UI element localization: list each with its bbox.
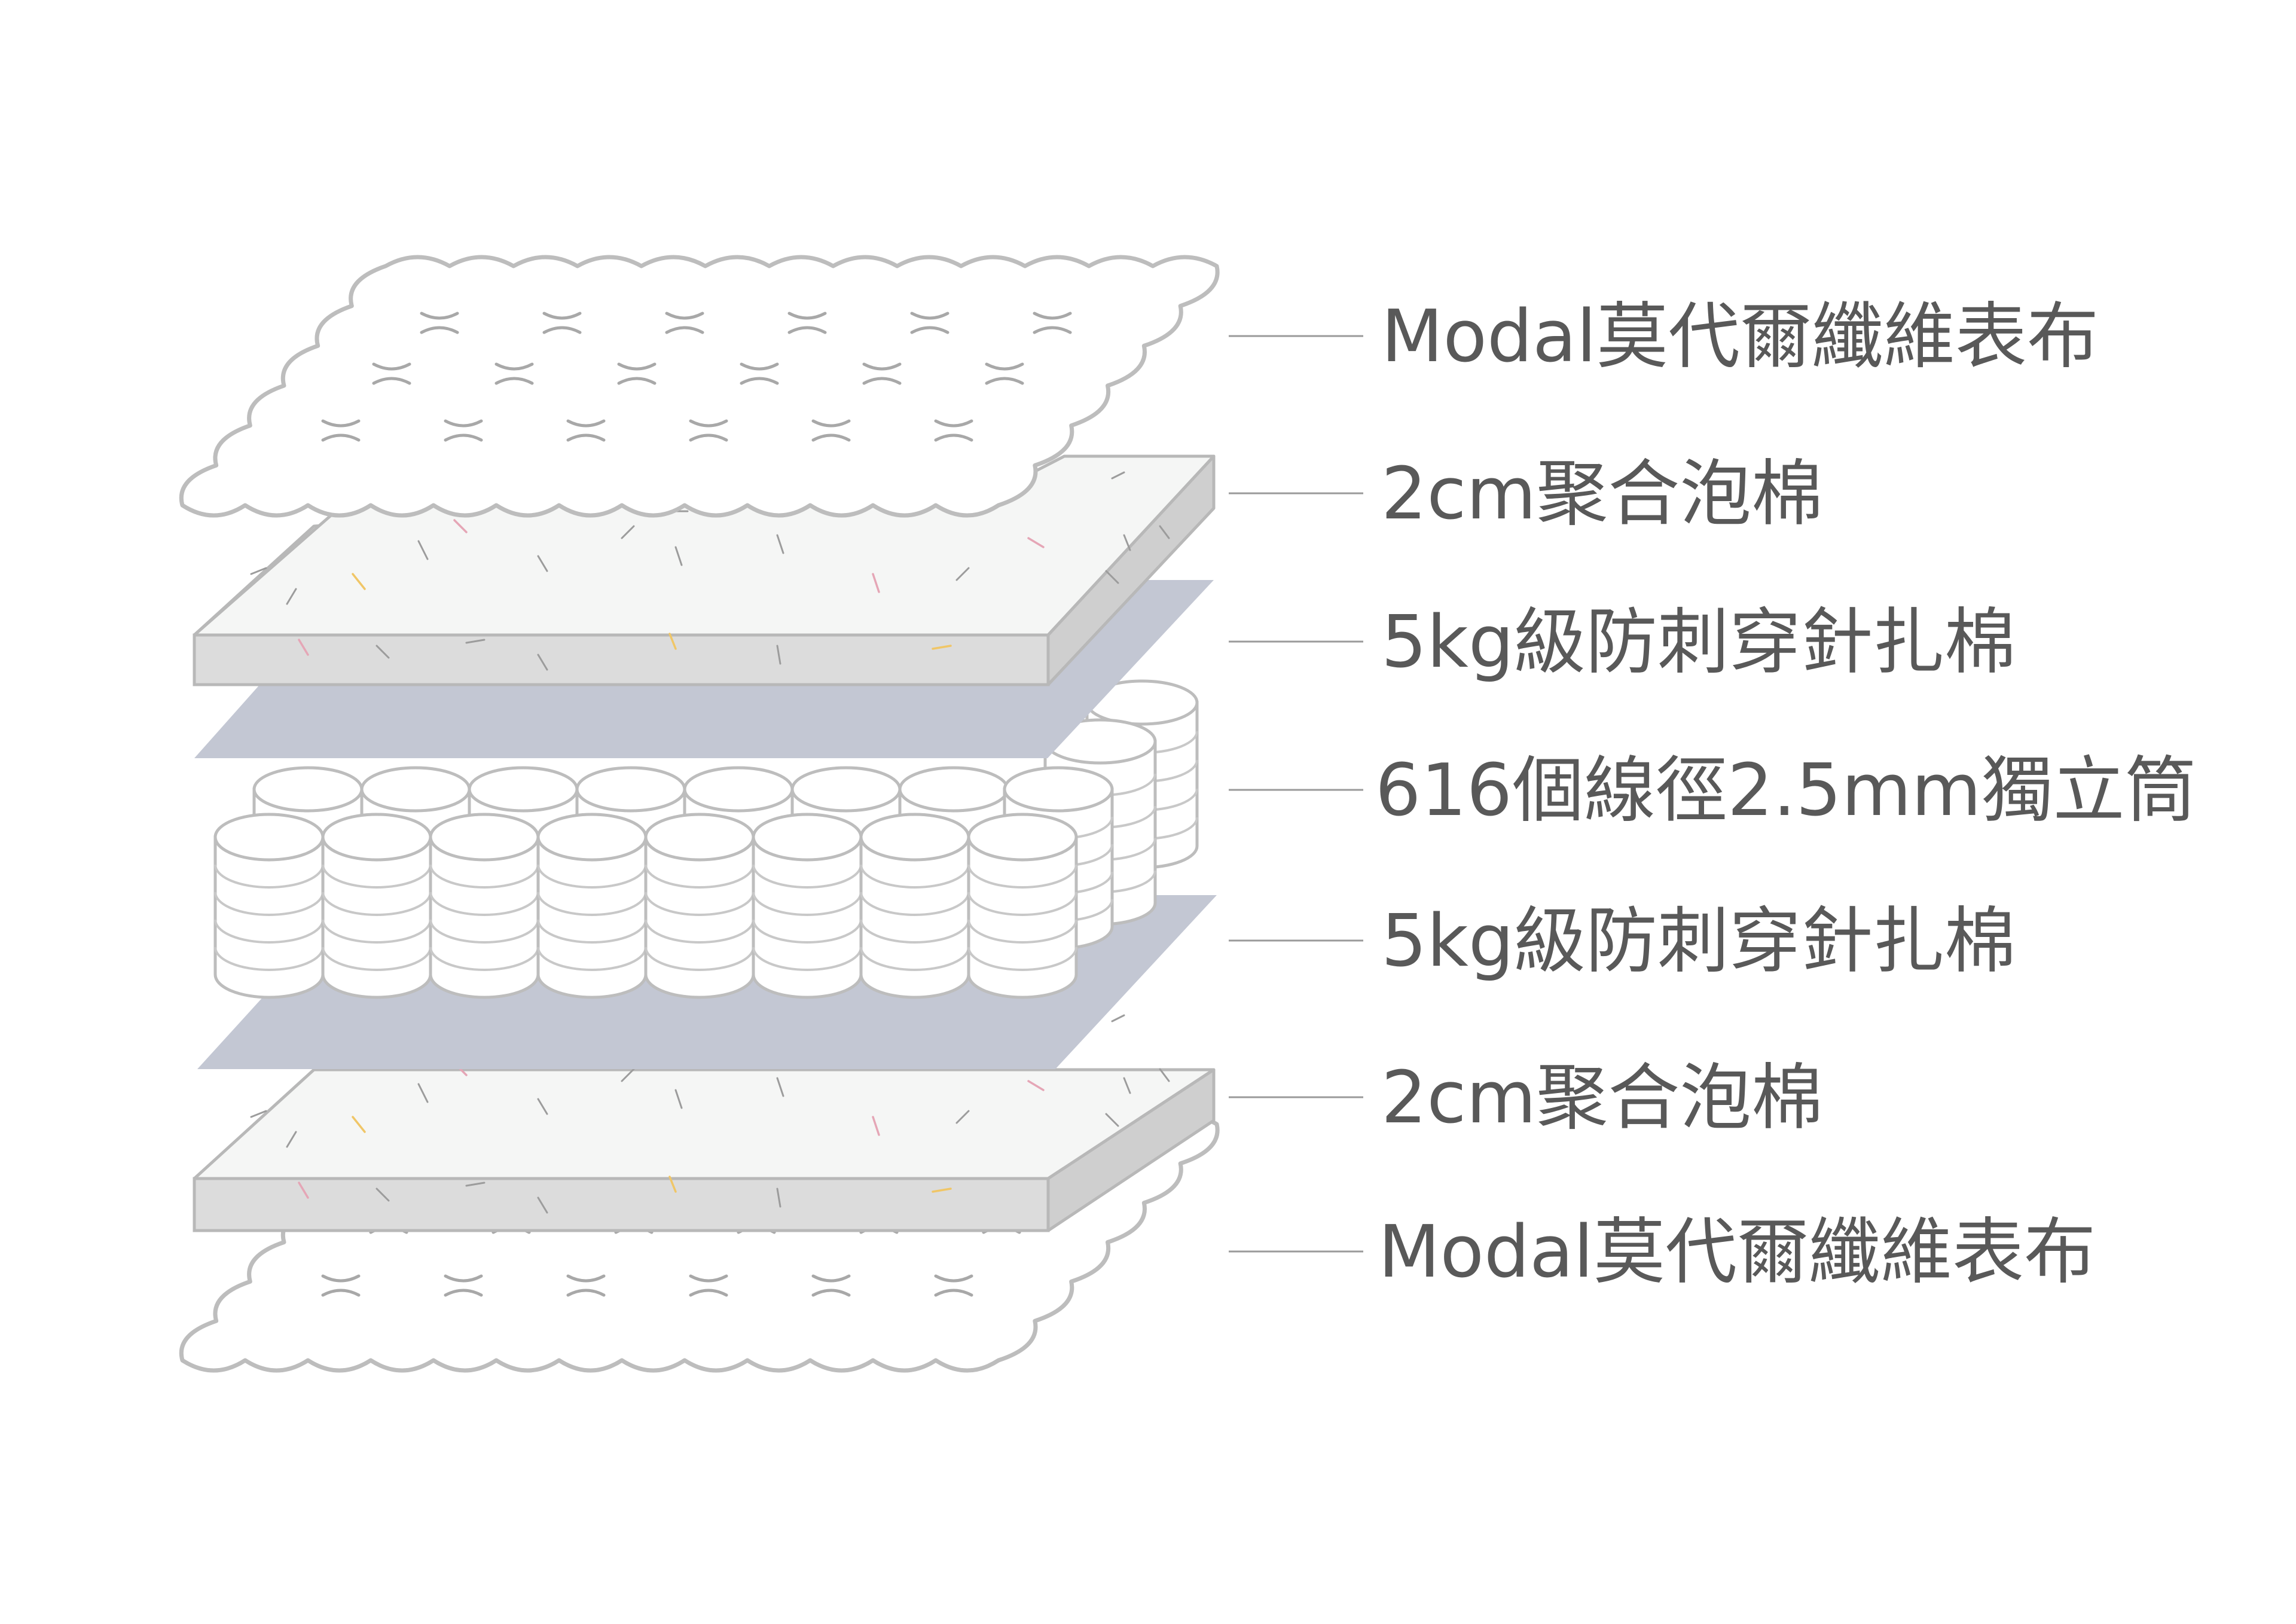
foam-fiber-speck bbox=[1111, 1014, 1125, 1022]
foam-fiber-speck bbox=[955, 1110, 970, 1124]
quilt-x-mark bbox=[566, 419, 606, 442]
quilt-x-mark bbox=[934, 1274, 973, 1297]
foam-fiber-speck bbox=[621, 1068, 635, 1082]
foam-fiber-speck bbox=[1027, 1080, 1045, 1091]
foam-fiber-speck bbox=[668, 633, 677, 650]
foam-fiber-speck bbox=[250, 1110, 267, 1118]
foam-fiber-speck bbox=[1123, 534, 1131, 551]
foam-fiber-speck bbox=[1027, 537, 1045, 548]
foam-fiber-speck bbox=[352, 573, 366, 590]
foam-fiber-speck bbox=[1105, 1113, 1119, 1127]
foam-fiber-speck bbox=[1123, 1077, 1131, 1094]
pocket-coils-illustration bbox=[213, 679, 1199, 999]
foam-fiber-speck bbox=[537, 654, 548, 671]
pocket-coil bbox=[213, 813, 325, 999]
foam-fiber-speck bbox=[417, 1083, 429, 1103]
top-foam-fiber-specks bbox=[250, 471, 1170, 671]
quilt-x-mark bbox=[910, 312, 949, 334]
quilt-x-mark bbox=[321, 419, 361, 442]
top-cover-quilting-marks bbox=[321, 312, 1072, 442]
quilt-x-mark bbox=[444, 419, 483, 442]
foam-fiber-speck bbox=[537, 1098, 548, 1115]
foam-fiber-speck bbox=[776, 645, 781, 665]
layer-label-3: 5kg級防刺穿針扎棉 bbox=[1381, 601, 2016, 684]
quilt-x-mark bbox=[665, 312, 704, 334]
pocket-coil bbox=[644, 813, 755, 999]
foam-fiber-speck bbox=[955, 567, 970, 581]
layer-label-6: 2cm聚合泡棉 bbox=[1381, 1057, 1823, 1140]
layer-label-7: Modal莫代爾纖維表布 bbox=[1378, 1211, 2096, 1294]
foam-fiber-speck bbox=[286, 588, 297, 605]
quilt-x-mark bbox=[321, 1274, 361, 1297]
pocket-coil bbox=[752, 813, 863, 999]
quilt-x-mark bbox=[444, 1274, 483, 1297]
quilt-x-mark bbox=[787, 312, 827, 334]
foam-fiber-speck bbox=[250, 567, 267, 575]
foam-fiber-speck bbox=[352, 1116, 366, 1133]
foam-fiber-speck bbox=[465, 1182, 486, 1187]
pocket-coil bbox=[859, 813, 970, 999]
foam-fiber-speck bbox=[1111, 471, 1125, 480]
bottom-foam-slab-illustration bbox=[193, 1014, 1216, 1232]
foam-fiber-speck bbox=[621, 525, 635, 539]
quilt-x-mark bbox=[740, 362, 779, 385]
foam-fiber-speck bbox=[375, 645, 390, 659]
foam-fiber-speck bbox=[674, 546, 683, 566]
layer-labels: Modal莫代爾纖維表布 2cm聚合泡棉 5kg級防刺穿針扎棉 616個線徑2.… bbox=[1375, 295, 2197, 1294]
foam-fiber-speck bbox=[1105, 570, 1119, 584]
foam-fiber-speck bbox=[674, 1089, 683, 1109]
pocket-coil bbox=[536, 813, 648, 999]
foam-fiber-speck bbox=[872, 573, 880, 593]
quilt-x-mark bbox=[566, 1274, 606, 1297]
foam-fiber-speck bbox=[776, 1077, 784, 1097]
quilt-x-mark bbox=[542, 312, 582, 334]
quilt-x-mark bbox=[617, 362, 657, 385]
quilt-x-mark bbox=[811, 1274, 851, 1297]
foam-fiber-speck bbox=[932, 1188, 952, 1193]
quilt-x-mark bbox=[862, 362, 902, 385]
layer-label-5: 5kg級防刺穿針扎棉 bbox=[1381, 900, 2016, 983]
leader-lines bbox=[1229, 335, 1363, 1253]
pocket-coil bbox=[429, 813, 540, 999]
foam-fiber-speck bbox=[1159, 525, 1170, 539]
foam-fiber-speck bbox=[872, 1116, 880, 1136]
foam-fiber-speck bbox=[286, 1131, 297, 1148]
quilt-x-mark bbox=[372, 362, 411, 385]
foam-fiber-speck bbox=[1159, 1068, 1170, 1082]
layer-label-2: 2cm聚合泡棉 bbox=[1381, 453, 1823, 536]
layer-label-4: 616個線徑2.5mm獨立筒 bbox=[1375, 749, 2197, 832]
quilt-x-mark bbox=[420, 312, 459, 334]
quilt-x-mark bbox=[985, 362, 1024, 385]
top-modal-cover-illustration bbox=[179, 255, 1220, 518]
quilt-x-mark bbox=[934, 419, 973, 442]
foam-fiber-speck bbox=[932, 645, 952, 650]
foam-fiber-speck bbox=[776, 534, 784, 554]
foam-fiber-speck bbox=[537, 555, 548, 572]
foam-fiber-speck bbox=[298, 639, 309, 656]
foam-fiber-speck bbox=[298, 1182, 309, 1199]
foam-fiber-speck bbox=[417, 540, 429, 560]
quilt-x-mark bbox=[689, 419, 728, 442]
foam-fiber-speck bbox=[537, 1196, 548, 1214]
quilt-x-mark bbox=[811, 419, 851, 442]
quilt-x-mark bbox=[494, 362, 534, 385]
quilt-x-mark bbox=[689, 1274, 728, 1297]
foam-fiber-speck bbox=[465, 639, 486, 644]
foam-fiber-speck bbox=[453, 519, 468, 533]
layer-label-1: Modal莫代爾纖維表布 bbox=[1381, 295, 2099, 378]
foam-fiber-speck bbox=[776, 1188, 781, 1208]
foam-fiber-speck bbox=[375, 1188, 390, 1202]
pocket-coil bbox=[321, 813, 432, 999]
foam-fiber-speck bbox=[668, 1176, 677, 1193]
pocket-coil bbox=[967, 813, 1078, 999]
quilt-x-mark bbox=[1033, 312, 1072, 334]
